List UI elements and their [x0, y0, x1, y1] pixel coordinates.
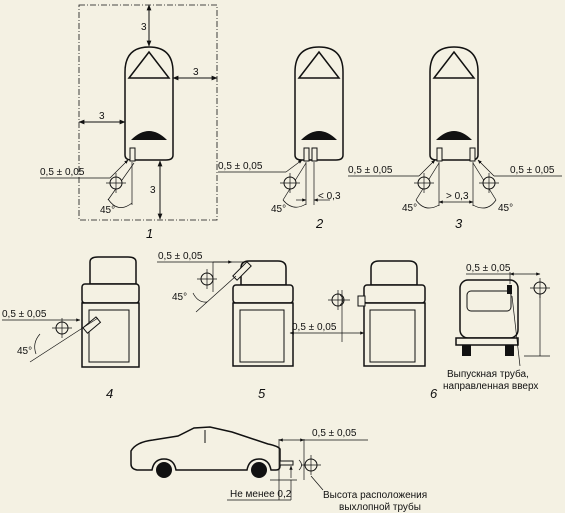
- min-height-label: Не менее 0,2: [230, 489, 292, 500]
- car-rear-panel: [88, 309, 130, 363]
- probe-offset-label: 0,5 ± 0,05: [40, 167, 85, 178]
- car-rear-panel-2: [369, 309, 416, 363]
- exhaust-pipe-left: [303, 147, 310, 162]
- probe-offset-label: 0,5 ± 0,05: [466, 263, 511, 274]
- dim-bottom: 3: [150, 185, 156, 196]
- car-side-view: [130, 426, 281, 471]
- probe-offset-label: 0,5 ± 0,05: [2, 309, 47, 320]
- figure-2: 0,5 ± 0,05 45° < 0,3 2: [218, 46, 344, 231]
- car-rear-body: [232, 302, 294, 367]
- exhaust-pipe-right: [311, 147, 318, 162]
- car-rear-body: [81, 302, 140, 368]
- angle-label: 45°: [271, 204, 286, 215]
- exhaust-pipe: [232, 261, 252, 281]
- probe-offset-label: 0,5 ± 0,05: [158, 251, 203, 262]
- car-rear-panel: [239, 309, 285, 363]
- angle-label-right: 45°: [498, 203, 513, 214]
- car-rear-upper: [81, 283, 140, 304]
- figure-3: 0,5 ± 0,05 45° 0,5 ± 0,05 45° > 0,3 3: [348, 46, 562, 231]
- windshield: [432, 50, 476, 79]
- car-rear-roof-2: [370, 260, 418, 286]
- truck-wheel-left: [462, 345, 471, 356]
- dim-left: 3: [99, 111, 105, 122]
- figure-1: 3 3 3 3 0,5 ± 0,05 45° 1: [40, 4, 218, 241]
- spacing-label: > 0,3: [446, 191, 469, 202]
- angle-label-left: 45°: [402, 203, 417, 214]
- figure-5: 0,5 ± 0,05 45° 0,5 ± 0,05 5: [157, 251, 426, 401]
- pipe-up-note-line-1: Выпускная труба,: [447, 368, 529, 380]
- figure-2-number: 2: [315, 216, 324, 231]
- figure-4: 0,5 ± 0,05 45° 4: [2, 256, 140, 401]
- figure-4-number: 4: [106, 386, 113, 401]
- truck-wheel-right: [505, 345, 514, 356]
- exhaust-pipe-side: [357, 295, 366, 307]
- car-rear-roof: [89, 256, 137, 285]
- truck-window: [466, 290, 512, 312]
- probe-offset-label-2: 0,5 ± 0,05: [292, 322, 337, 333]
- side-view: 0,5 ± 0,05 Не менее 0,2 Высота расположе…: [130, 426, 427, 513]
- rear-wheel: [251, 462, 267, 478]
- figure-3-number: 3: [455, 216, 463, 231]
- pipe-up-note-line-2: направленная вверх: [443, 381, 538, 392]
- exhaust-pipe-right: [469, 147, 476, 162]
- figure-6: 0,5 ± 0,05 Выпускная труба, направленная…: [430, 263, 550, 401]
- rear-window: [436, 131, 472, 140]
- figure-5-number: 5: [258, 386, 266, 401]
- height-note-line-2: выхлопной трубы: [339, 501, 421, 513]
- car-top-view: [294, 46, 344, 161]
- height-note-line-1: Высота расположения: [323, 490, 427, 501]
- car-top-view: [124, 46, 174, 161]
- probe-offset-label-left: 0,5 ± 0,05: [348, 165, 393, 176]
- exhaust-pipe-up: [507, 285, 512, 294]
- probe-offset-label: 0,5 ± 0,05: [218, 161, 263, 172]
- figure-1-number: 1: [146, 226, 153, 241]
- exhaust-pipe: [129, 147, 136, 162]
- exhaust-pipe: [82, 316, 102, 334]
- exhaust-pipe: [279, 460, 294, 466]
- truck-bumper: [455, 337, 519, 346]
- angle-label: 45°: [172, 292, 187, 303]
- car-rear-upper: [232, 284, 294, 304]
- dim-right: 3: [193, 67, 199, 78]
- front-wheel: [156, 462, 172, 478]
- dim-top: 3: [141, 22, 147, 33]
- car-rear-roof: [240, 260, 287, 286]
- spacing-label: < 0,3: [318, 191, 341, 202]
- figure-6-number: 6: [430, 386, 438, 401]
- car-rear-body-2: [363, 302, 426, 367]
- probe-offset-label-right: 0,5 ± 0,05: [510, 165, 555, 176]
- windshield: [297, 50, 341, 79]
- rear-window: [131, 131, 167, 140]
- windshield: [127, 50, 171, 79]
- car-top-view: [429, 46, 479, 161]
- angle-label: 45°: [100, 205, 115, 216]
- rear-window: [301, 131, 337, 140]
- exhaust-pipe-left: [436, 147, 443, 162]
- probe-offset-label: 0,5 ± 0,05: [312, 428, 357, 439]
- car-rear-upper-2: [363, 284, 426, 304]
- angle-label: 45°: [17, 346, 32, 357]
